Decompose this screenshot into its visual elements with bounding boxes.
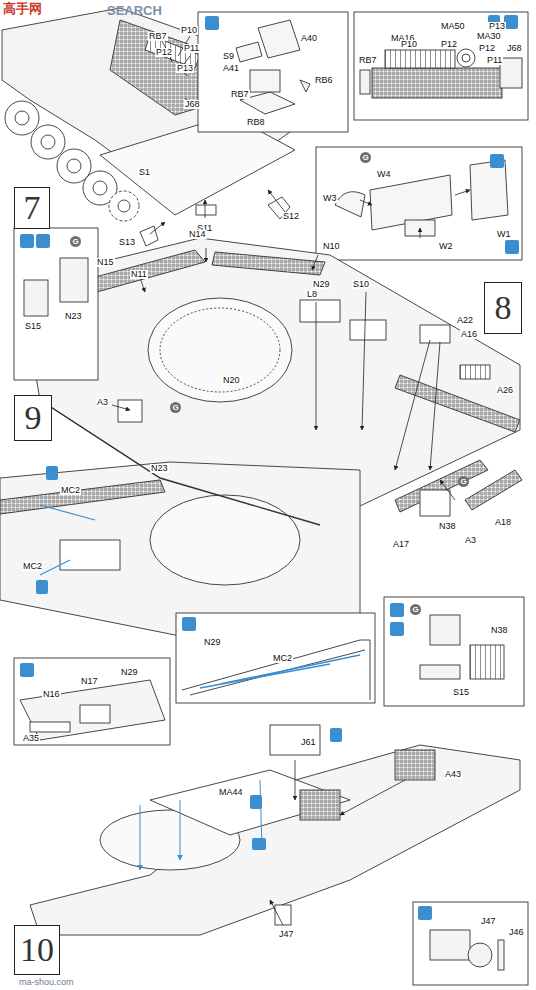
part-number: P11 bbox=[486, 56, 503, 65]
part-number: W2 bbox=[438, 242, 454, 251]
part-number: N29 bbox=[312, 280, 331, 289]
part-number: P11 bbox=[183, 44, 200, 53]
hull-edge bbox=[40, 400, 320, 525]
part-number: A17 bbox=[392, 540, 410, 549]
step-number: 8 bbox=[495, 291, 512, 325]
part-number: RB7 bbox=[148, 32, 168, 41]
part-number: A26 bbox=[496, 386, 514, 395]
part-number: MA50 bbox=[440, 22, 466, 31]
part-number: P12 bbox=[155, 48, 173, 57]
part-number: A41 bbox=[222, 64, 240, 73]
glue-icon: G bbox=[70, 236, 81, 247]
part-number: RB6 bbox=[314, 76, 334, 85]
part-number: P10 bbox=[400, 40, 418, 49]
part-number: N38 bbox=[438, 522, 457, 531]
part-number: N16 bbox=[42, 690, 61, 699]
glue-icon: G bbox=[458, 476, 469, 487]
part-number: A18 bbox=[494, 518, 512, 527]
part-number: W1 bbox=[496, 230, 512, 239]
watermark: ma-shou.com bbox=[18, 978, 75, 987]
part-number: N20 bbox=[222, 376, 241, 385]
part-number: N15 bbox=[96, 258, 115, 267]
part-number: S15 bbox=[24, 322, 42, 331]
glue-icon: G bbox=[360, 152, 371, 163]
part-number: A22 bbox=[456, 316, 474, 325]
part-number: MC2 bbox=[22, 562, 43, 571]
part-number: A3 bbox=[96, 398, 109, 407]
part-number: N29 bbox=[203, 638, 222, 647]
glue-icon: G bbox=[410, 604, 421, 615]
part-number: A43 bbox=[444, 770, 462, 779]
part-number: N23 bbox=[150, 464, 169, 473]
glue-icon: G bbox=[170, 402, 181, 413]
part-number: A16 bbox=[460, 330, 478, 339]
part-number: N11 bbox=[130, 270, 148, 279]
step-number-box: 10 bbox=[14, 925, 60, 975]
part-number: N23 bbox=[64, 312, 83, 321]
part-number: S10 bbox=[352, 280, 370, 289]
part-number: S9 bbox=[222, 52, 235, 61]
watermark: 高手网 bbox=[2, 2, 43, 15]
part-number: A3 bbox=[464, 536, 477, 545]
part-number: RB7 bbox=[230, 90, 250, 99]
part-number: J47 bbox=[278, 930, 295, 939]
part-number: J46 bbox=[508, 928, 525, 937]
part-number: S1 bbox=[138, 168, 151, 177]
part-number: N38 bbox=[490, 626, 509, 635]
part-number: J61 bbox=[300, 738, 317, 747]
part-number: L8 bbox=[306, 290, 318, 299]
part-number: S15 bbox=[452, 688, 470, 697]
part-number: A35 bbox=[22, 734, 40, 743]
step-number-box: 7 bbox=[14, 187, 50, 229]
part-number: P13 bbox=[176, 64, 194, 73]
part-number: S13 bbox=[118, 238, 136, 247]
part-number: P10 bbox=[180, 26, 198, 35]
part-number: N17 bbox=[80, 677, 99, 686]
part-number: W4 bbox=[376, 170, 392, 179]
part-number: J68 bbox=[506, 44, 523, 53]
part-number: J47 bbox=[480, 917, 497, 926]
step-number: 9 bbox=[25, 401, 42, 435]
part-number: RB7 bbox=[358, 56, 378, 65]
part-number: MA44 bbox=[218, 788, 244, 797]
part-number: P12 bbox=[478, 44, 496, 53]
part-number: MC2 bbox=[60, 486, 81, 495]
part-number: N10 bbox=[322, 242, 341, 251]
step-number: 7 bbox=[24, 191, 41, 225]
part-number: RB8 bbox=[246, 118, 266, 127]
step-number-box: 9 bbox=[14, 395, 52, 441]
step-number: 10 bbox=[20, 933, 54, 967]
part-number: J68 bbox=[184, 100, 201, 109]
part-number: P13 bbox=[488, 22, 506, 31]
part-number: W3 bbox=[322, 194, 338, 203]
part-number: N29 bbox=[120, 668, 139, 677]
part-number: P12 bbox=[440, 40, 458, 49]
step-number-box: 8 bbox=[484, 282, 522, 334]
part-number: S12 bbox=[282, 212, 300, 221]
part-number: MA30 bbox=[476, 32, 502, 41]
part-number: N14 bbox=[188, 230, 207, 239]
part-number: A40 bbox=[300, 34, 318, 43]
watermark: SEARCH bbox=[106, 4, 163, 17]
part-number: MC2 bbox=[272, 654, 293, 663]
